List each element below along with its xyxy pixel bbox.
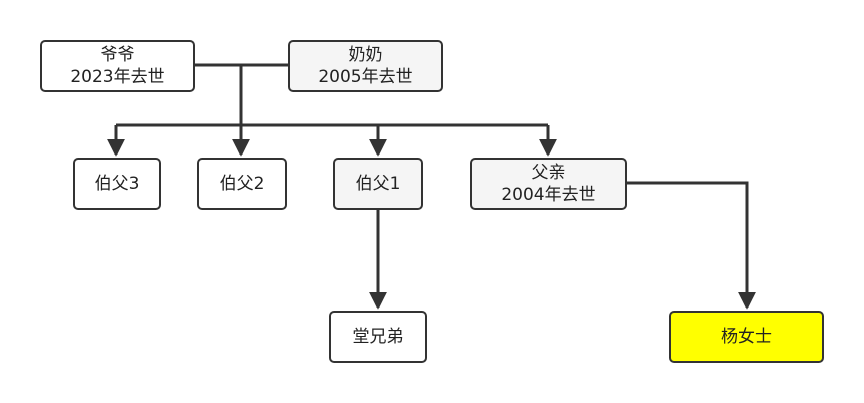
node-uncle1-name: 伯父1 bbox=[355, 174, 401, 194]
node-father-note: 2004年去世 bbox=[501, 185, 596, 205]
node-grandmother-note: 2005年去世 bbox=[318, 67, 413, 87]
node-father: 父亲 2004年去世 bbox=[470, 158, 627, 210]
node-grandmother-name: 奶奶 bbox=[348, 45, 383, 65]
node-ms-yang-name: 杨女士 bbox=[721, 327, 772, 347]
node-uncle2: 伯父2 bbox=[197, 158, 287, 210]
node-grandmother: 奶奶 2005年去世 bbox=[288, 40, 443, 92]
arrow-to-ms-yang bbox=[627, 181, 756, 310]
node-uncle2-name: 伯父2 bbox=[219, 174, 265, 194]
node-cousins: 堂兄弟 bbox=[329, 311, 427, 363]
node-uncle3-name: 伯父3 bbox=[94, 174, 140, 194]
node-ms-yang: 杨女士 bbox=[669, 311, 824, 363]
node-grandfather-name: 爷爷 bbox=[100, 45, 135, 65]
node-uncle1: 伯父1 bbox=[333, 158, 423, 210]
node-cousins-name: 堂兄弟 bbox=[352, 327, 404, 347]
node-uncle3: 伯父3 bbox=[73, 158, 161, 210]
node-father-name: 父亲 bbox=[531, 163, 566, 183]
node-grandfather-note: 2023年去世 bbox=[70, 67, 165, 87]
node-grandfather: 爷爷 2023年去世 bbox=[40, 40, 195, 92]
